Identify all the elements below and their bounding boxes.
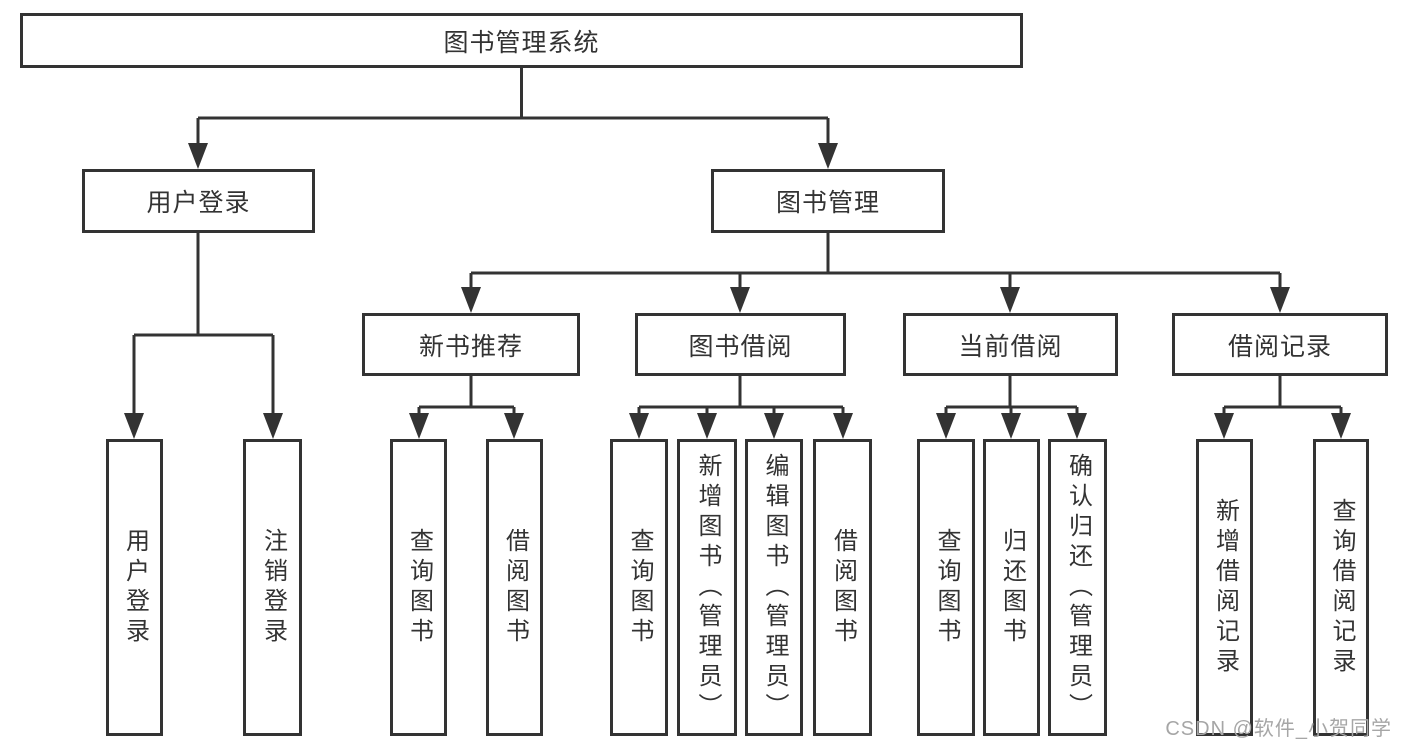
- node-root: 图书管理系统: [20, 13, 1023, 68]
- connector-path: [132, 68, 1343, 415]
- node-book-borrow-label: 图书借阅: [688, 332, 793, 361]
- node-current-borrow: 当前借阅: [903, 313, 1118, 376]
- leaf-borrow-books-recommend: 借阅图书: [486, 439, 543, 736]
- leaf-add-books-admin: 新增图书（管理员）: [677, 439, 737, 736]
- arrowheads: [124, 143, 1351, 439]
- leaf-user-login-label: 用户登录: [121, 527, 149, 648]
- leaf-logout: 注销登录: [243, 439, 302, 736]
- leaf-add-books-admin-label: 新增图书（管理员）: [694, 452, 721, 723]
- node-user-login-label: 用户登录: [146, 189, 251, 217]
- leaf-confirm-return-admin: 确认归还（管理员）: [1048, 439, 1107, 736]
- node-root-label: 图书管理系统: [443, 28, 600, 57]
- leaf-query-books-borrow: 查询图书: [610, 439, 668, 736]
- node-new-book-recommend-label: 新书推荐: [418, 332, 523, 361]
- node-book-management: 图书管理: [711, 169, 945, 233]
- node-borrow-record-label: 借阅记录: [1227, 332, 1332, 361]
- node-book-borrow: 图书借阅: [635, 313, 846, 376]
- node-borrow-record: 借阅记录: [1172, 313, 1388, 376]
- leaf-edit-books-admin-label: 编辑图书（管理员）: [761, 452, 788, 723]
- leaf-return-books: 归还图书: [983, 439, 1040, 736]
- node-book-management-label: 图书管理: [775, 189, 880, 217]
- leaf-query-books-borrow-label: 查询图书: [626, 527, 653, 648]
- leaf-borrow-books-recommend-label: 借阅图书: [501, 527, 529, 648]
- node-current-borrow-label: 当前借阅: [958, 332, 1063, 361]
- leaf-logout-label: 注销登录: [259, 527, 287, 648]
- node-user-login: 用户登录: [82, 169, 315, 233]
- leaf-confirm-return-admin-label: 确认归还（管理员）: [1064, 452, 1092, 723]
- node-new-book-recommend: 新书推荐: [362, 313, 580, 376]
- leaf-query-books-current-label: 查询图书: [933, 527, 960, 648]
- leaf-query-borrow-record: 查询借阅记录: [1313, 439, 1369, 736]
- leaf-query-books-recommend-label: 查询图书: [405, 527, 433, 648]
- watermark: CSDN @软件_小贺同学: [1165, 718, 1392, 740]
- leaf-query-books-current: 查询图书: [917, 439, 975, 736]
- leaf-edit-books-admin: 编辑图书（管理员）: [745, 439, 803, 736]
- leaf-borrow-books: 借阅图书: [813, 439, 872, 736]
- leaf-query-books-recommend: 查询图书: [390, 439, 447, 736]
- leaf-query-borrow-record-label: 查询借阅记录: [1328, 497, 1355, 678]
- leaf-add-borrow-record: 新增借阅记录: [1196, 439, 1253, 736]
- leaf-borrow-books-label: 借阅图书: [829, 527, 857, 648]
- leaf-return-books-label: 归还图书: [998, 527, 1026, 648]
- leaf-add-borrow-record-label: 新增借阅记录: [1211, 497, 1239, 678]
- leaf-user-login: 用户登录: [106, 439, 163, 736]
